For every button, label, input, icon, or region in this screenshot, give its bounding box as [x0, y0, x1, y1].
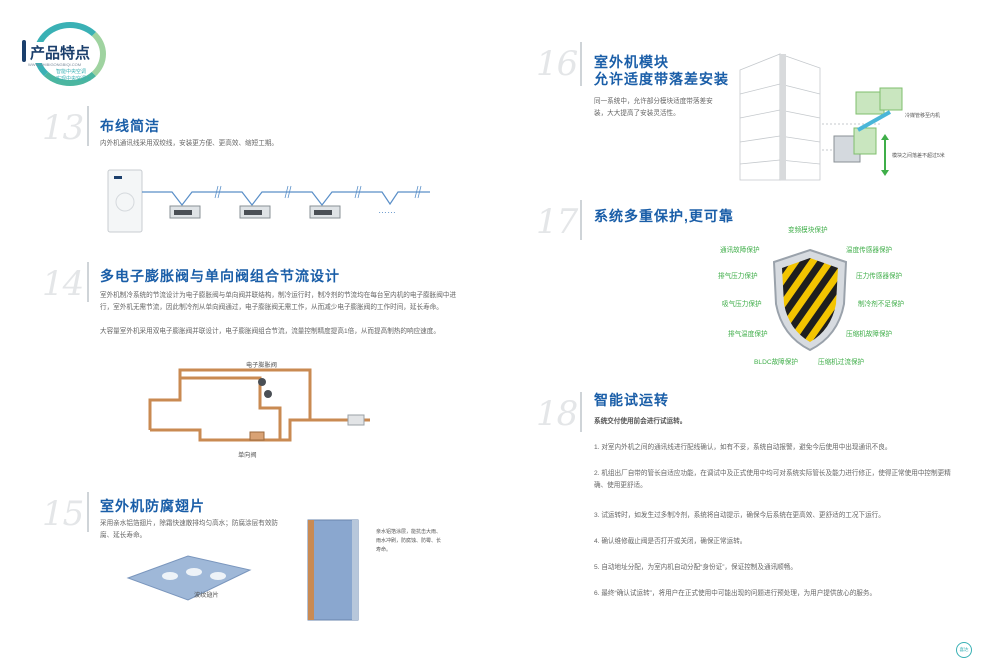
list-item: 1. 对室内外机之间的通讯线进行配线确认，如有不妥，系统自动报警，避免今后使用中…: [594, 444, 892, 451]
fin-illustration: [126, 555, 252, 601]
more-units-ellipsis: ……: [378, 205, 396, 215]
list-item: 5. 自动地址分配，为室内机自动分配“身份证”，保证控制及通讯顺畅。: [594, 564, 797, 571]
outdoor-module-lower: [833, 127, 877, 163]
protection-item: 压力传感器保护: [856, 273, 903, 280]
section-title-18: 智能试运转: [594, 392, 669, 408]
shield-icon: [772, 248, 848, 352]
protection-item: 吸气压力保护: [722, 301, 762, 308]
section-divider: [87, 262, 89, 302]
protection-item: 温度传感器保护: [846, 247, 893, 254]
check-valve-body: [249, 431, 265, 441]
list-item: 3. 试运转时，如发生过多制冷剂，系统将自动提示，确保今后系统在更高效、更舒适的…: [594, 512, 885, 519]
section-title-14: 多电子膨胀阀与单向阀组合节流设计: [100, 268, 340, 284]
indoor-unit: [169, 205, 201, 219]
section-title-15: 室外机防腐翅片: [100, 498, 205, 514]
section-text-14-p1: 室外机制冷系统的节流设计为电子膨胀阀与单向阀并联结构，制冷运行时，制冷剂的节流均…: [100, 292, 457, 311]
indoor-unit: [239, 205, 271, 219]
pipe-joint: [347, 414, 365, 426]
section-text-13: 内外机通讯线采用双绞线，安装更方便、更高效、缩短工期。: [100, 140, 279, 147]
outdoor-module-upper: [855, 87, 903, 115]
section-number-15: 15: [42, 494, 84, 534]
protection-item: 排气温度保护: [728, 331, 768, 338]
communication-wire: [142, 191, 430, 206]
section-number-18: 18: [536, 394, 578, 434]
logo-sub2: 实现中央空调大: [56, 76, 92, 82]
building-module-diagram: [739, 53, 903, 181]
section-divider: [580, 42, 582, 86]
section-title-13: 布线简洁: [100, 118, 160, 134]
section-text-15: 采用亲水铝箔翅片，除霜快速散排均匀高水；防腐涂层有效防腐、延长寿命。: [100, 520, 279, 539]
section-number-14: 14: [42, 264, 84, 304]
section-divider: [580, 392, 582, 432]
label-refrigerant-pipe: 冷媒管移至内机: [905, 113, 941, 119]
logo-title: 产品特点: [28, 42, 93, 63]
section-number-13: 13: [42, 108, 84, 148]
expansion-valve-head: [264, 390, 272, 398]
protection-item: 通讯故障保护: [720, 247, 760, 254]
wiring-diagram: [107, 169, 430, 233]
section-text-14-p2: 大容量室外机采用双电子膨胀阀并联设计，电子膨胀阀组合节流，流量控制精度提高1倍，…: [100, 328, 440, 335]
section-divider: [87, 492, 89, 532]
protection-item: 变频模块保护: [788, 227, 828, 234]
section-divider: [580, 200, 582, 240]
expansion-valve-head: [258, 378, 266, 386]
section-title-17: 系统多重保护,更可靠: [594, 208, 734, 224]
page-badge: 喜达: [956, 642, 972, 658]
section-divider: [87, 106, 89, 146]
protection-item: 排气压力保护: [718, 273, 758, 280]
section-title-16-line1: 室外机模块: [594, 54, 669, 70]
protection-item: BLDC故障保护: [754, 359, 798, 366]
protection-item: 压缩机过流保护: [818, 359, 865, 366]
logo-sub: 智能中央空调: [56, 69, 87, 75]
label-height-gap: 模块之间落差不超过5米: [892, 153, 945, 159]
section-text-16: 同一系统中，允许部分模块适度带落差安装，大大提高了安装灵活性。: [594, 98, 713, 117]
section-title-16-line2: 允许适度带落差安装: [594, 71, 729, 87]
valve-piping-diagram: [148, 368, 370, 442]
list-item: 2. 机组出厂自带的管长自适应功能，在调试中及正式使用中均可对系统实际管长及能力…: [594, 470, 951, 489]
outdoor-unit: [107, 169, 143, 233]
coil-illustration: [307, 519, 359, 621]
label-fin: 波纹翅片: [194, 592, 219, 599]
coil-note: 亲水铝箔涂层，能抗击大雨、雨水冲刷，防腐蚀、防霉、长寿命。: [376, 529, 442, 553]
section-number-16: 16: [536, 44, 578, 84]
list-item: 4. 确认维修截止阀是否打开或关闭，确保正常运转。: [594, 538, 747, 545]
logo-mark: [22, 40, 26, 62]
indoor-unit: [309, 205, 341, 219]
protection-item: 制冷剂不足保护: [858, 301, 905, 308]
logo-url: WWW.ZHIBIGONGBIQI.COM: [28, 62, 82, 67]
section-lead-18: 系统交付使用前会进行试运转。: [594, 418, 687, 425]
list-item: 6. 最终“确认试运转”，将用户在正式使用中可能出现的问题进行预处理，为用户提供…: [594, 590, 877, 597]
label-check-valve: 单向阀: [238, 452, 257, 459]
section-number-17: 17: [536, 202, 578, 242]
protection-item: 压缩机故障保护: [846, 331, 893, 338]
label-expansion-valve: 电子膨胀阀: [246, 362, 277, 369]
